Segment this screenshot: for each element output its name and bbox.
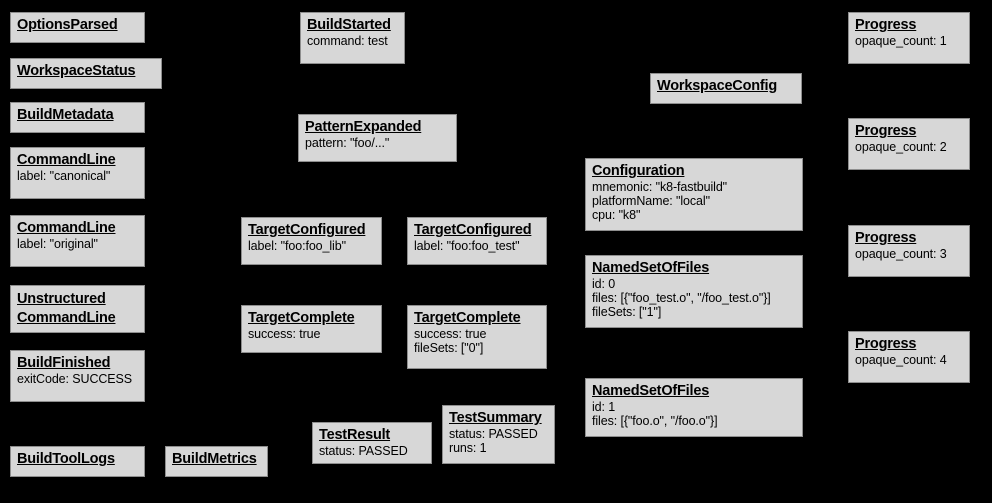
node-title: BuildStarted (307, 17, 391, 33)
node-field: files: [{"foo.o", "/foo.o"}] (592, 414, 718, 429)
node-field: fileSets: ["0"] (414, 341, 484, 356)
node-field: mnemonic: "k8-fastbuild" (592, 180, 728, 195)
node-title: BuildMetadata (17, 107, 114, 123)
node-title: BuildFinished (17, 355, 111, 371)
node-title: TargetConfigured (248, 222, 366, 238)
node-title: TargetComplete (414, 310, 521, 326)
node-options-parsed[interactable]: OptionsParsed (10, 12, 145, 43)
node-fields: opaque_count: 4 (855, 353, 963, 367)
node-fields: label: "canonical" (17, 169, 138, 183)
node-field: opaque_count: 2 (855, 140, 947, 155)
node-fields: command: test (307, 34, 398, 48)
node-field: label: "canonical" (17, 169, 111, 184)
node-field: files: [{"foo_test.o", "/foo_test.o"}] (592, 291, 771, 306)
node-fields: label: "foo:foo_test" (414, 239, 540, 253)
node-field: status: PASSED (449, 427, 538, 442)
node-fields: opaque_count: 1 (855, 34, 963, 48)
node-fields: status: PASSED (319, 444, 425, 458)
node-build-metrics[interactable]: BuildMetrics (165, 446, 268, 477)
node-title: BuildMetrics (172, 451, 257, 467)
node-field: opaque_count: 1 (855, 34, 947, 49)
node-field: id: 0 (592, 277, 616, 292)
node-field: opaque_count: 3 (855, 247, 947, 262)
node-field: success: true (248, 327, 321, 342)
node-fields: success: true (248, 327, 375, 341)
node-title: TestResult (319, 427, 391, 443)
node-title: Configuration (592, 163, 685, 179)
node-fields: opaque_count: 3 (855, 247, 963, 261)
node-title: Unstructured CommandLine (17, 291, 116, 326)
node-field: pattern: "foo/..." (305, 136, 390, 151)
node-title: PatternExpanded (305, 119, 422, 135)
node-field: label: "foo:foo_lib" (248, 239, 346, 254)
node-title: BuildToolLogs (17, 451, 115, 467)
node-title: TargetConfigured (414, 222, 532, 238)
node-field: command: test (307, 34, 388, 49)
node-title: Progress (855, 17, 917, 33)
node-field: label: "original" (17, 237, 98, 252)
node-field: id: 1 (592, 400, 616, 415)
node-fields: pattern: "foo/..." (305, 136, 450, 150)
node-workspace-config[interactable]: WorkspaceConfig (650, 73, 802, 104)
node-fields: label: "original" (17, 237, 138, 251)
node-title: TestSummary (449, 410, 542, 426)
node-field: platformName: "local" (592, 194, 710, 209)
node-field: cpu: "k8" (592, 208, 641, 223)
node-build-metadata[interactable]: BuildMetadata (10, 102, 145, 133)
node-fields: mnemonic: "k8-fastbuild"platformName: "l… (592, 180, 796, 222)
node-field: fileSets: ["1"] (592, 305, 662, 320)
node-fields: exitCode: SUCCESS (17, 372, 138, 386)
node-title: CommandLine (17, 220, 116, 236)
node-title: Progress (855, 336, 917, 352)
node-title: WorkspaceConfig (657, 78, 778, 94)
node-field: status: PASSED (319, 444, 408, 459)
node-title: OptionsParsed (17, 17, 118, 33)
node-fields: opaque_count: 2 (855, 140, 963, 154)
node-title: WorkspaceStatus (17, 63, 136, 79)
node-field: label: "foo:foo_test" (414, 239, 520, 254)
node-field: runs: 1 (449, 441, 487, 456)
node-title: Progress (855, 230, 917, 246)
node-workspace-status[interactable]: WorkspaceStatus (10, 58, 162, 89)
node-build-tool-logs[interactable]: BuildToolLogs (10, 446, 145, 477)
node-title: Progress (855, 123, 917, 139)
node-field: success: true (414, 327, 487, 342)
node-title: NamedSetOfFiles (592, 260, 710, 276)
node-title: TargetComplete (248, 310, 355, 326)
node-title: CommandLine (17, 152, 116, 168)
node-title: NamedSetOfFiles (592, 383, 710, 399)
node-field: opaque_count: 4 (855, 353, 947, 368)
node-field: exitCode: SUCCESS (17, 372, 133, 387)
node-fields: label: "foo:foo_lib" (248, 239, 375, 253)
node-unstructured-command-line[interactable]: Unstructured CommandLine (10, 285, 145, 333)
